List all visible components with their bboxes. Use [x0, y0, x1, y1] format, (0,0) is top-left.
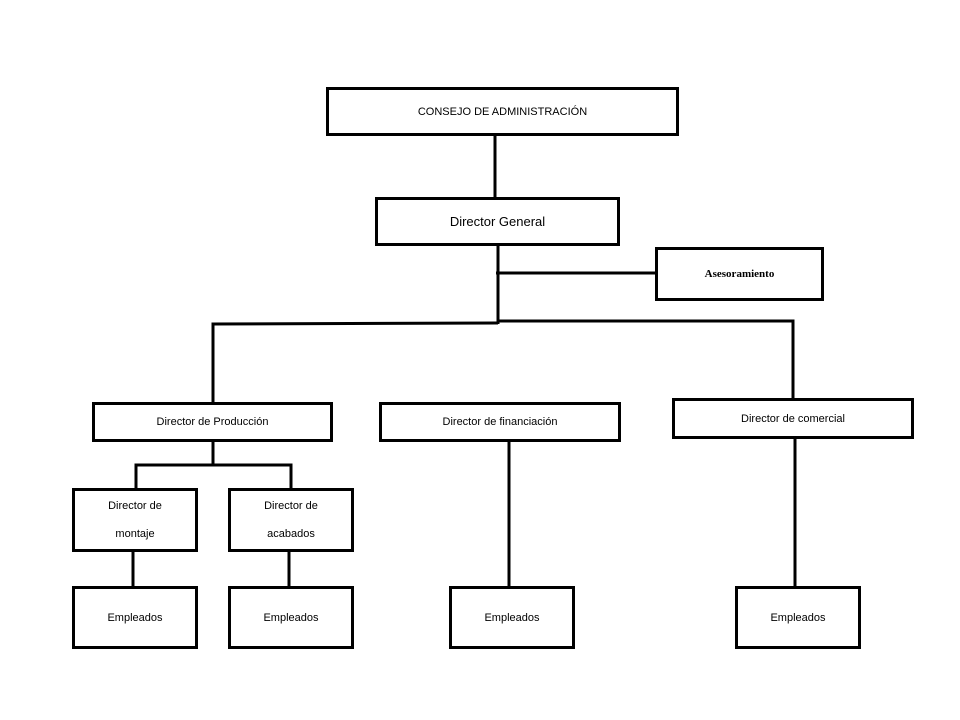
- production-director-box: Director de Producción: [92, 402, 333, 442]
- commercial-director-label: Director de comercial: [741, 412, 845, 425]
- employees-label: Empleados: [263, 611, 319, 624]
- connector-production-branch: [134, 463, 293, 489]
- employees-box-commercial: Empleados: [735, 586, 861, 649]
- finance-director-label: Director de financiación: [442, 416, 558, 428]
- employees-label: Empleados: [107, 611, 163, 624]
- production-director-label: Director de Producción: [156, 416, 269, 428]
- finishing-director-line1: Director de: [264, 500, 318, 512]
- finishing-director-line2: acabados: [267, 528, 315, 540]
- advisory-label: Asesoramiento: [704, 268, 775, 280]
- employees-box-montaje: Empleados: [72, 586, 198, 649]
- board-label: CONSEJO DE ADMINISTRACIÓN: [417, 105, 588, 118]
- employees-box-finance: Empleados: [449, 586, 575, 649]
- connector-to-commercial: [498, 319, 795, 399]
- finance-director-box: Director de financiación: [379, 402, 621, 442]
- advisory-box: Asesoramiento: [655, 247, 824, 301]
- employees-box-acabados: Empleados: [228, 586, 354, 649]
- general-director-box: Director General: [375, 197, 620, 246]
- finishing-director-box: Director de acabados: [228, 488, 354, 552]
- assembly-director-line2: montaje: [115, 528, 155, 540]
- commercial-director-box: Director de comercial: [672, 398, 914, 439]
- employees-label: Empleados: [484, 611, 540, 624]
- connector-to-production: [211, 321, 499, 403]
- employees-label: Empleados: [770, 611, 826, 624]
- assembly-director-line1: Director de: [108, 500, 162, 512]
- board-box: CONSEJO DE ADMINISTRACIÓN: [326, 87, 679, 136]
- assembly-director-box: Director de montaje: [72, 488, 198, 552]
- general-director-label: Director General: [449, 213, 546, 229]
